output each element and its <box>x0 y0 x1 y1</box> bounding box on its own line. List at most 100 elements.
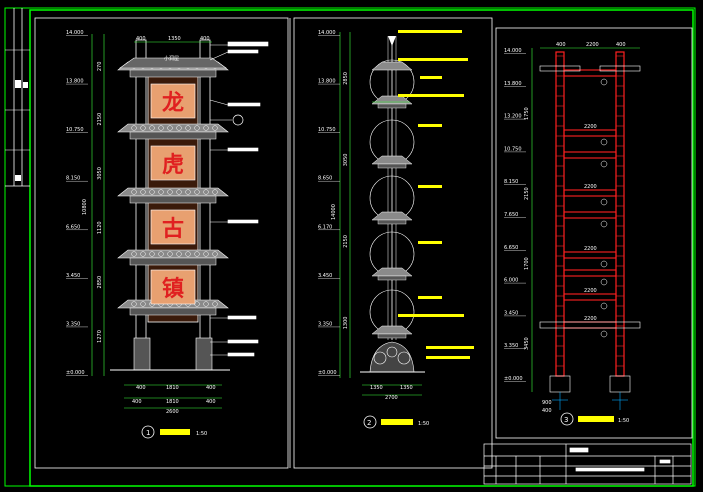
character-panel <box>150 145 196 181</box>
pagoda-tier <box>369 231 415 281</box>
level-labels-left: 14.00013.80010.7508.1506.6503.4503.350±0… <box>66 30 88 376</box>
beam-dim-label: 2200 <box>584 184 597 190</box>
level-label: 3.450 <box>318 273 332 279</box>
dim-total-mid: 2700 <box>385 395 398 401</box>
roof-tier <box>117 123 229 140</box>
level-label: 14.000 <box>318 30 336 36</box>
vertical-dim-label: 3050 <box>97 167 103 180</box>
mid-annotations <box>398 30 474 359</box>
character-panel <box>150 209 196 245</box>
level-label: 6.650 <box>504 245 518 251</box>
dim-bottom-mid-left-1: 400 <box>132 399 142 405</box>
title-number-2: 2 <box>367 419 371 427</box>
beam-dim-label: 2200 <box>584 288 597 294</box>
level-label: 6.650 <box>66 224 80 230</box>
dim-top-left-1: 400 <box>136 36 146 42</box>
sign-character: 镇 <box>162 277 184 302</box>
level-label: 3.350 <box>504 343 518 349</box>
title-circle-1 <box>141 425 155 439</box>
pagoda-tier <box>369 119 415 169</box>
dim-bottom-left-2: 1810 <box>166 385 179 391</box>
sign-character: 龙 <box>162 91 184 116</box>
vertical-dim-label: 2150 <box>97 113 103 126</box>
dim-bottom-mid-left-3: 400 <box>206 399 216 405</box>
dim-bottom-left-1: 400 <box>136 385 146 391</box>
inner-frame <box>29 9 694 487</box>
vertical-dim-label: 1270 <box>97 330 103 343</box>
title-number-3: 3 <box>564 416 568 424</box>
left-panel-title-roof: 小洞屋 <box>164 55 179 62</box>
sign-character: 古 <box>162 216 184 242</box>
rebar-beam <box>563 211 617 219</box>
dim-bottom-mid-left-2: 1810 <box>166 399 179 405</box>
footings <box>549 375 631 410</box>
character-panel <box>150 83 196 119</box>
roof-tier <box>117 187 229 204</box>
level-label: 6.170 <box>318 224 332 230</box>
level-label: 3.350 <box>66 321 80 327</box>
rebar-beam <box>563 293 617 301</box>
level-labels-right: 14.00013.80013.20010.7508.1507.6506.6506… <box>504 48 526 382</box>
beam-dim-label: 2200 <box>584 246 597 252</box>
dim-bottom-mid-2: 1350 <box>400 385 413 391</box>
left-pedestal <box>133 337 151 371</box>
side-elevation: 14.00013.80010.7508.6506.1703.4503.350±0… <box>318 30 474 429</box>
level-label: ±0.000 <box>318 370 337 376</box>
dim-top-right-2: 2200 <box>586 42 599 48</box>
level-label: 14.000 <box>66 30 84 36</box>
dim-top-left-2: 1350 <box>168 36 181 42</box>
title-number-1: 1 <box>146 429 150 437</box>
level-label: 8.650 <box>318 176 332 182</box>
side-dim-left: 10800 <box>82 199 88 215</box>
level-label: 6.000 <box>504 278 518 284</box>
level-label: 14.000 <box>504 48 522 54</box>
level-label: ±0.000 <box>504 376 523 382</box>
dim-top-right-3: 400 <box>616 42 626 48</box>
bottom-dims-left <box>124 41 222 409</box>
dim-bottom-left-3: 400 <box>206 385 216 391</box>
vertical-dim-label: 2150 <box>343 235 349 248</box>
title-scale-1: 1:50 <box>196 431 207 437</box>
vertical-dim-label: 1700 <box>524 257 530 270</box>
beam-dims-right: 2200 2200 2200 2200 2200 1750 2150 1700 3450 <box>524 107 597 350</box>
character-panel <box>150 269 196 305</box>
level-label: 13.800 <box>66 79 84 85</box>
level-label: 10.750 <box>66 127 84 133</box>
sign-character: 虎 <box>162 152 184 178</box>
rebar-beam <box>563 269 617 277</box>
vertical-dim-label: 3450 <box>524 337 530 350</box>
pagoda-tier <box>369 289 415 339</box>
level-label: 3.450 <box>504 310 518 316</box>
level-label: 13.200 <box>504 114 522 120</box>
level-label: 10.750 <box>504 146 522 152</box>
roof-cap <box>119 57 227 69</box>
base-ornament <box>369 341 415 373</box>
left-dimension-lines <box>91 34 105 376</box>
dim-bottom-right-2: 400 <box>542 408 552 414</box>
right-dimension-lines <box>531 47 640 392</box>
vertical-dim-label: 2150 <box>524 187 530 200</box>
level-label: 13.800 <box>504 81 522 87</box>
panel-middle <box>293 17 493 469</box>
vertical-dim-label: 1750 <box>524 107 530 120</box>
vertical-dim-label: 2850 <box>343 72 349 85</box>
panel-right <box>495 27 693 439</box>
beam-dim-label: 2200 <box>584 316 597 322</box>
rebar-beam <box>563 69 617 77</box>
mid-dimension-lines <box>339 32 422 396</box>
column-caps <box>539 65 641 329</box>
left-leaders <box>209 41 269 357</box>
level-labels-mid: 14.00013.80010.7508.6506.1703.4503.350±0… <box>318 30 340 376</box>
rebar-beam <box>563 129 617 137</box>
right-pedestal <box>195 337 213 371</box>
beam-dim-label: 2200 <box>584 124 597 130</box>
vertical-dim-label: 1120 <box>97 221 103 234</box>
panel-left <box>34 17 289 469</box>
level-label: 7.650 <box>504 212 518 218</box>
title-scale-3: 1:50 <box>618 418 629 424</box>
level-label: 8.150 <box>66 176 80 182</box>
level-label: ±0.000 <box>66 370 85 376</box>
